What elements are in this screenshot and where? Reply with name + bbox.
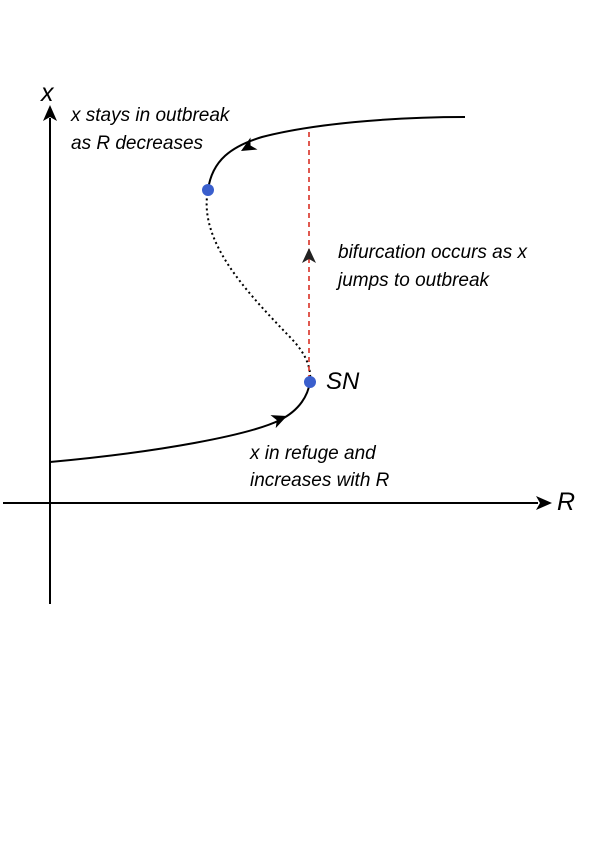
- y-axis-arrowhead-icon: [43, 105, 57, 121]
- upper-stable-branch: [207, 116, 466, 191]
- jump-arrowhead-icon: [302, 248, 316, 263]
- upper-branch-arrowhead-icon: [241, 137, 258, 151]
- x-axis-arrowhead-icon: [536, 496, 552, 510]
- lower-branch-annotation-line-2: increases with R: [250, 470, 390, 491]
- jump-annotation-line-1: bifurcation occurs as x: [338, 242, 529, 263]
- upper-fold-point: [202, 184, 214, 196]
- upper-branch-annotation-line-2: as R decreases: [71, 133, 204, 154]
- lower-branch-arrowhead-icon: [270, 415, 287, 429]
- saddle-node-label: SN: [326, 368, 360, 395]
- axes: x R: [3, 79, 575, 604]
- lower-stable-branch: [49, 381, 311, 463]
- x-axis-label: R: [557, 488, 575, 516]
- upper-branch-annotation-line-1: x stays in outbreak: [70, 105, 231, 126]
- y-axis-label: x: [40, 79, 55, 107]
- lower-branch-annotation-line-1: x in refuge and: [249, 443, 377, 464]
- unstable-middle-branch: [205, 189, 312, 383]
- saddle-node-point: [304, 376, 316, 388]
- jump-annotation-line-2: jumps to outbreak: [335, 270, 491, 291]
